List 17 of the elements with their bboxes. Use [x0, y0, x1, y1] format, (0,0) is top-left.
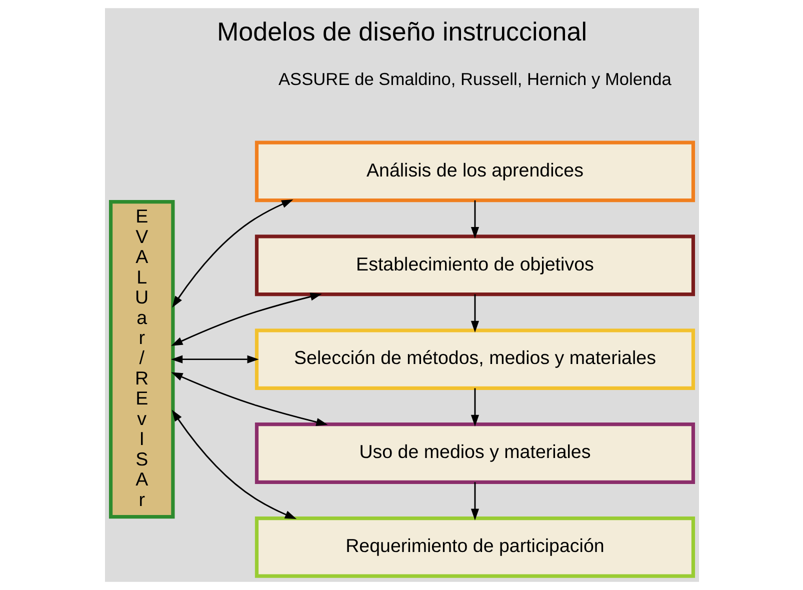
label: ASSURE de Smaldino, Russell, Hernich y Molenda — [278, 68, 671, 89]
node-box: Análisis de los aprendices — [254, 140, 695, 202]
node-box: Uso de medios y materiales — [254, 422, 695, 484]
arrow — [470, 200, 479, 239]
arrow — [170, 355, 258, 364]
arrow — [170, 292, 322, 346]
diagram-title: Modelos de diseño instruccional — [216, 16, 586, 46]
node-box: Selección de métodos, medios y materiales — [254, 328, 695, 390]
node-box: Requerimiento de participación — [254, 516, 695, 578]
arrow — [171, 410, 296, 520]
arrow — [172, 200, 293, 308]
node-box: E V A L U a r / R E v I S A r — [108, 200, 174, 519]
arrow — [470, 388, 479, 426]
arrow — [170, 372, 328, 426]
arrow — [470, 294, 479, 332]
arrow — [470, 482, 479, 520]
node-box: Establecimiento de objetivos — [254, 234, 695, 296]
